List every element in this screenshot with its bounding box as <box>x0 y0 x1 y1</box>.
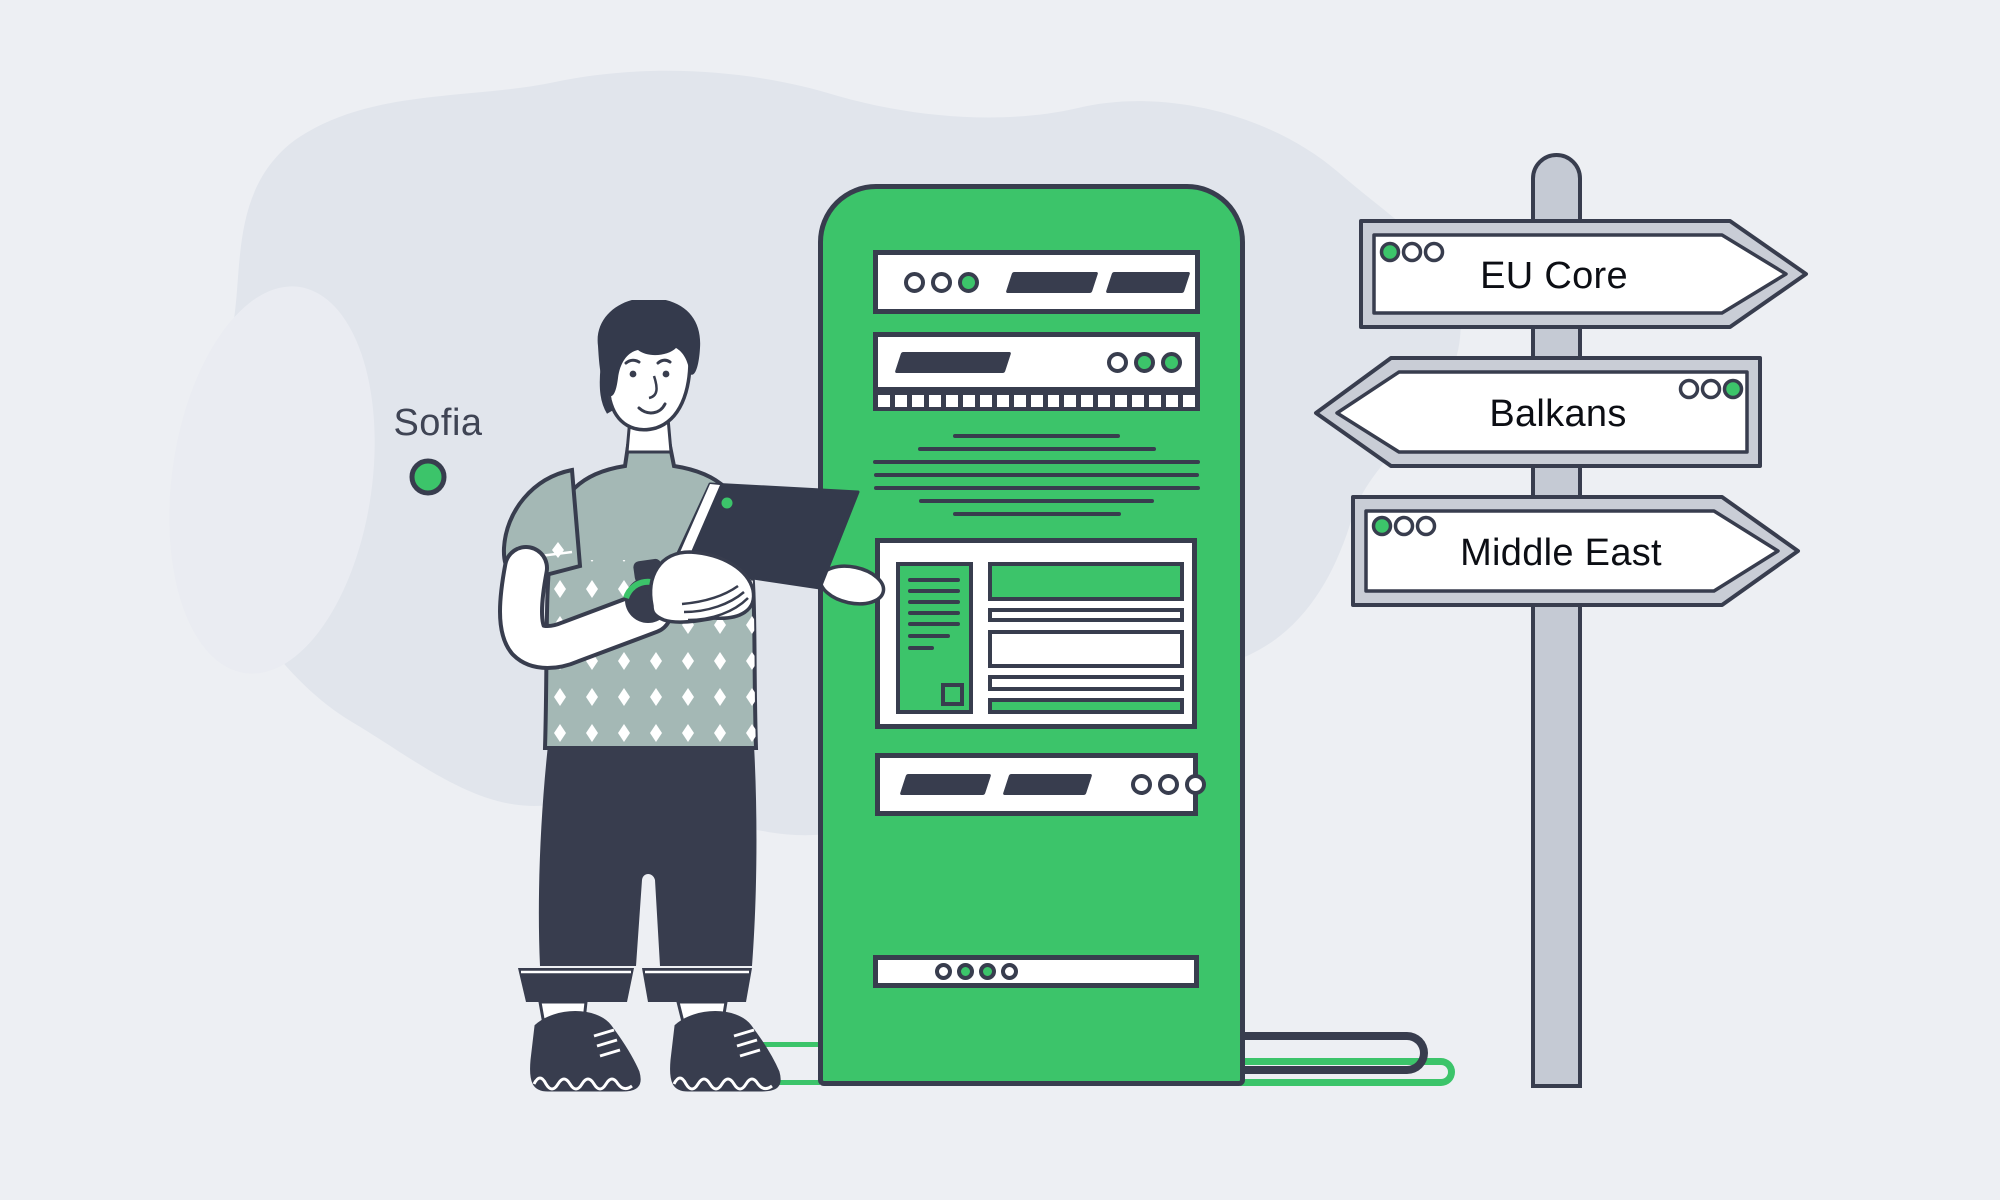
status-dot-icon <box>1131 774 1152 795</box>
cable-dark-right <box>1240 1032 1428 1074</box>
card-bar-stack <box>988 562 1184 714</box>
status-dot-icon <box>935 963 952 980</box>
sign-face <box>1364 509 1780 593</box>
kiosk-content-card <box>875 538 1197 729</box>
person-pants <box>518 745 757 1002</box>
status-dot-icon <box>1001 963 1018 980</box>
sign-dots-icon <box>1371 515 1437 537</box>
person-head <box>597 300 701 454</box>
status-dot-icon <box>979 963 996 980</box>
status-dot-icon <box>1185 774 1206 795</box>
kiosk-footer-strip <box>873 955 1199 988</box>
server-kiosk <box>818 184 1245 1086</box>
bar-decoration <box>1105 271 1191 293</box>
sign-label: Balkans <box>1489 392 1627 435</box>
sign-middle-east: Middle East <box>1350 494 1802 608</box>
status-dot-icon <box>1161 351 1182 373</box>
person-hair <box>597 300 701 397</box>
sign-label: Middle East <box>1460 531 1662 574</box>
status-dot-icon <box>1158 774 1179 795</box>
bar-decoration <box>1002 774 1093 795</box>
bar-white <box>988 630 1184 668</box>
bar-decoration <box>1005 271 1099 293</box>
checkbox-decoration <box>941 683 964 706</box>
city-label: Sofia <box>393 402 483 444</box>
kiosk-panel-second <box>873 332 1200 392</box>
laptop-logo-dot <box>721 497 733 509</box>
sign-dots-icon <box>1379 241 1445 263</box>
status-dot-icon <box>931 271 952 293</box>
sign-face <box>1335 370 1749 454</box>
sign-label: EU Core <box>1480 254 1628 297</box>
person-illustration <box>498 300 886 1092</box>
status-dot-icon <box>1107 351 1128 373</box>
status-dot-icon <box>904 271 925 293</box>
sign-dots-icon <box>1678 378 1744 400</box>
bar-white <box>988 675 1184 691</box>
card-sidebar <box>896 562 973 714</box>
status-dot-icon <box>958 271 979 293</box>
person-forearm <box>498 545 673 670</box>
sign-eu-core: EU Core <box>1358 218 1810 330</box>
person-boots <box>530 1011 781 1092</box>
sign-balkans: Balkans <box>1313 355 1763 469</box>
map-highlight-region <box>169 286 375 674</box>
bar-white <box>988 608 1184 622</box>
bar-green <box>988 562 1184 601</box>
kiosk-panel-top <box>873 250 1200 314</box>
vent-strip <box>873 391 1200 411</box>
person-left-hand <box>649 550 756 624</box>
bar-green <box>988 698 1184 714</box>
sign-face <box>1372 233 1788 315</box>
city-marker-dot <box>409 458 447 496</box>
status-dot-icon <box>957 963 974 980</box>
bar-decoration <box>899 774 992 795</box>
bar-decoration <box>894 351 1012 373</box>
status-dot-icon <box>1134 351 1155 373</box>
kiosk-panel-bottom <box>875 753 1206 816</box>
cable-green-right <box>1240 1058 1455 1086</box>
cable-green-left-bottom <box>758 1080 820 1085</box>
text-lines-decoration <box>873 434 1200 516</box>
